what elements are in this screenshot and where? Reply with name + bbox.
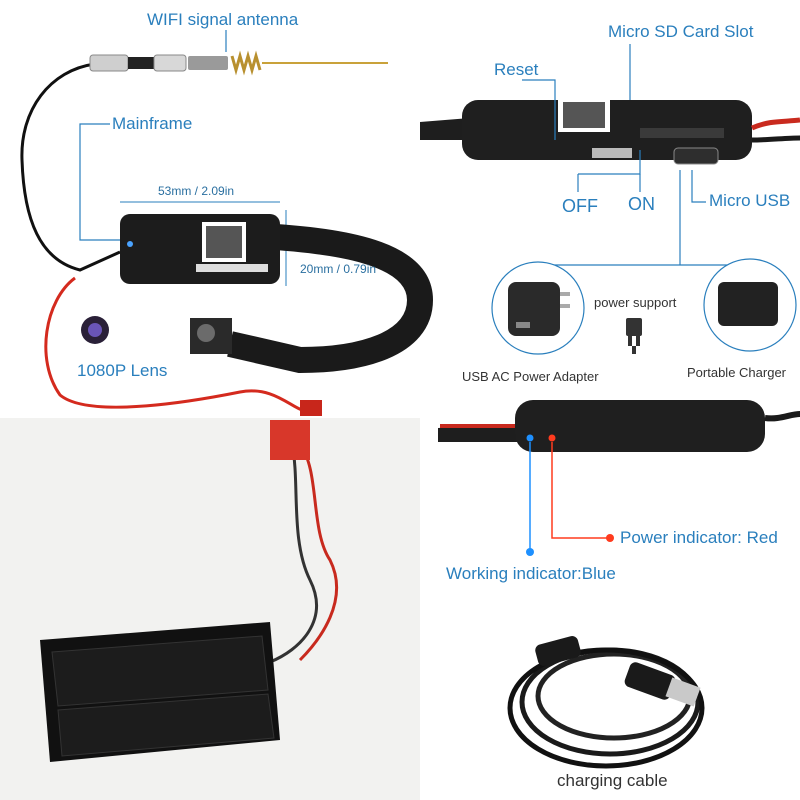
module-closeup — [420, 98, 800, 165]
charging-cable-label: charging cable — [557, 771, 668, 790]
working-led — [526, 434, 534, 442]
height-dimension-label: 20mm / 0.79in — [300, 262, 377, 276]
battery-box-image — [40, 420, 339, 762]
portable-charger-label: Portable Charger — [687, 365, 786, 380]
mainframe-board — [120, 214, 280, 284]
power-support-label: power support — [594, 295, 677, 310]
working-indicator-label: Working indicator:Blue — [446, 564, 616, 583]
on-label: ON — [628, 194, 655, 214]
lens-label: 1080P Lens — [77, 361, 168, 380]
power-led — [548, 434, 556, 442]
wifi-antenna-label: WIFI signal antenna — [147, 10, 299, 29]
antenna-cable — [20, 62, 121, 272]
micro-usb-label: Micro USB — [709, 191, 791, 210]
usb-ac-adapter-image — [491, 261, 585, 355]
red-power-wire — [44, 276, 312, 412]
wifi-antenna — [89, 50, 388, 76]
sd-slot-label: Micro SD Card Slot — [608, 22, 754, 41]
power-indicator-label: Power indicator: Red — [620, 528, 778, 547]
charging-cable-image — [507, 636, 705, 769]
usb-adapter-label: USB AC Power Adapter — [462, 369, 599, 384]
reset-label: Reset — [494, 60, 539, 79]
plug-icon — [626, 318, 642, 354]
mainframe-label: Mainframe — [112, 114, 193, 133]
camera-lens-module — [81, 316, 232, 354]
off-label: OFF — [562, 196, 598, 216]
indicator-closeup — [438, 400, 800, 452]
ribbon-cable — [227, 223, 434, 374]
width-dimension-label: 53mm / 2.09in — [158, 184, 235, 198]
portable-charger-image — [703, 258, 797, 352]
